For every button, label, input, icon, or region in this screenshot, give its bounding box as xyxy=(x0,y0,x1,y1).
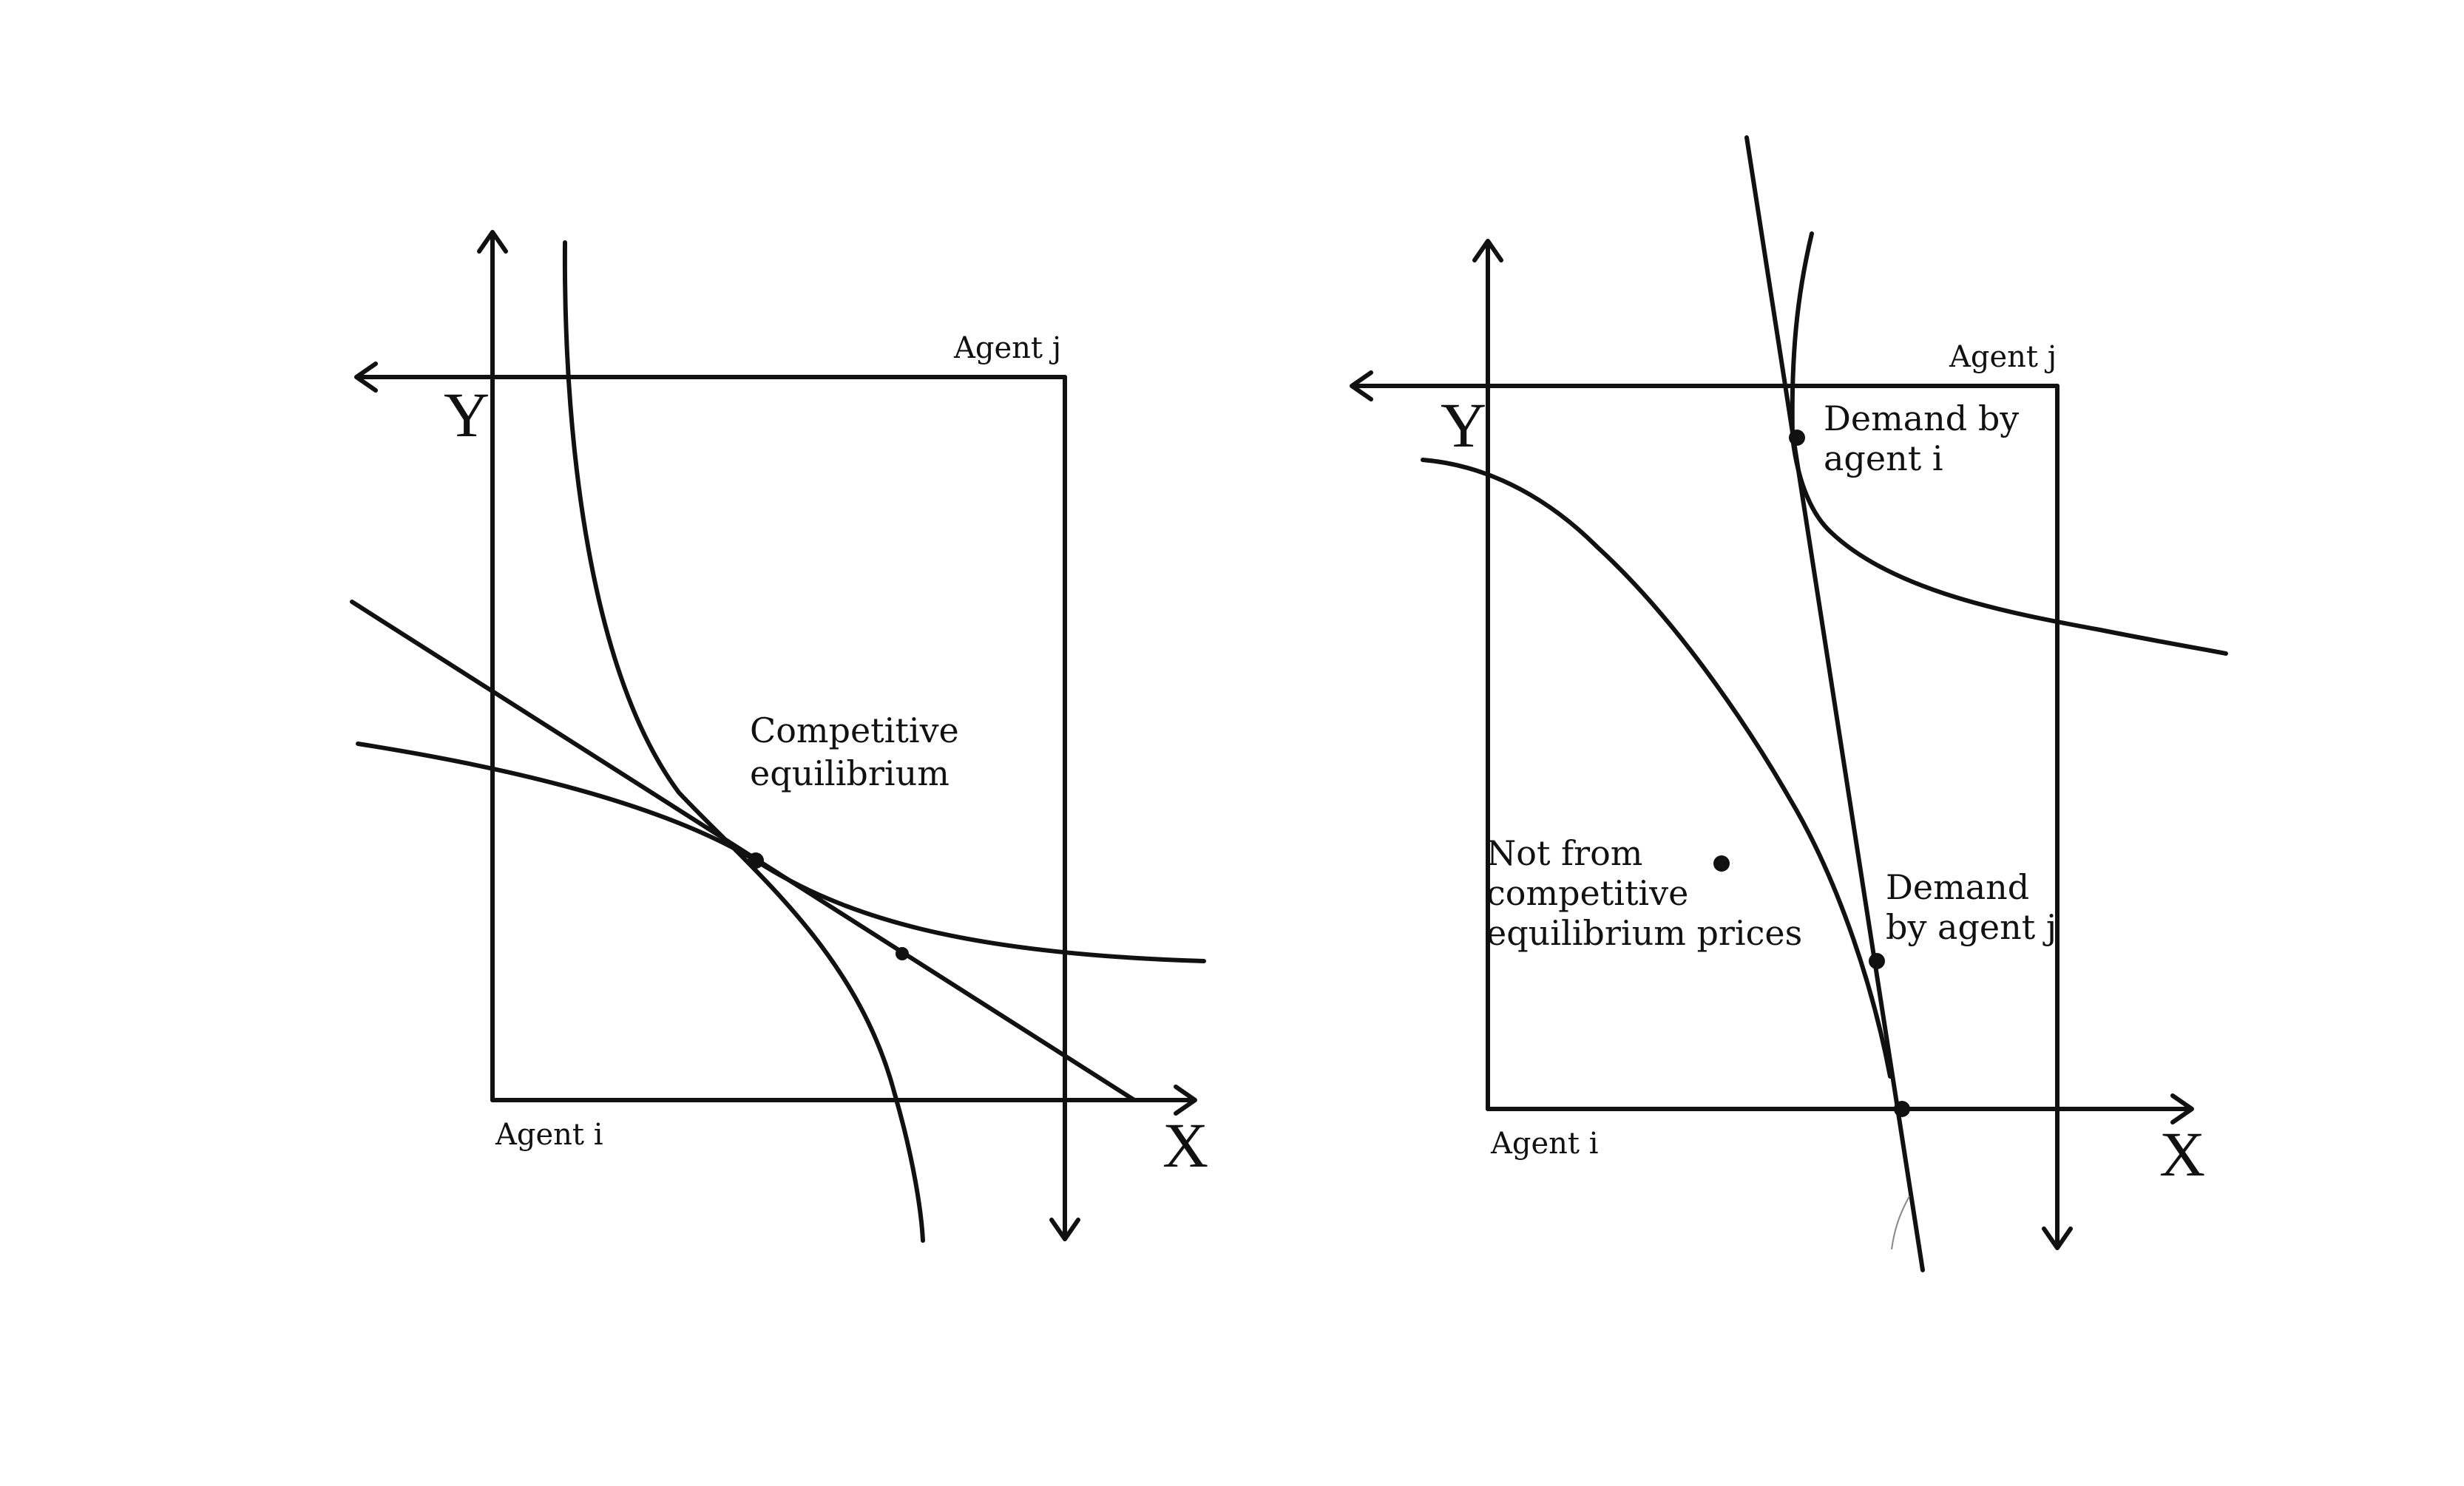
left-equilibrium-label: Competitive equilibrium xyxy=(750,710,969,793)
right-demand-agent-j-label: Demand by agent j xyxy=(1886,867,2057,947)
right-y-axis-label: Y xyxy=(1441,390,1486,461)
right-nonequilibrium-label-line3: equilibrium prices xyxy=(1486,913,1802,953)
left-x-axis-arrowhead xyxy=(1174,1085,1197,1116)
left-equilibrium-label-line1: Competitive xyxy=(750,710,959,750)
right-demand-agent-i-label: Demand by agent i xyxy=(1824,398,2030,478)
left-equilibrium-point xyxy=(748,852,764,869)
left-x-axis-label: X xyxy=(1162,1110,1208,1181)
right-faint-stroke xyxy=(1891,1195,1910,1250)
left-agent-j-x-arrowhead xyxy=(354,362,378,393)
right-nonequilibrium-label: Not from competitive equilibrium prices xyxy=(1486,833,1802,953)
right-demand-agent-j-label-line2: by agent j xyxy=(1886,907,2057,947)
right-agent-j-x-arrowhead xyxy=(1350,370,1373,401)
right-endowment-point xyxy=(1894,1101,1910,1117)
right-demand-agent-j-point xyxy=(1869,953,1885,969)
right-x-axis-arrowhead xyxy=(2170,1093,2194,1124)
right-demand-agent-i-label-line2: agent i xyxy=(1824,438,1943,478)
right-agent-j-label: Agent j xyxy=(1949,340,2057,374)
left-agent-j-label: Agent j xyxy=(953,331,1061,365)
left-y-axis-arrowhead xyxy=(477,230,508,254)
right-demand-agent-i-point xyxy=(1789,430,1805,446)
right-x-axis-label: X xyxy=(2159,1119,2205,1190)
left-edgeworth-box: Agent j Agent i Y X Competitive equilibr… xyxy=(350,230,1208,1243)
right-agent-j-y-arrowhead xyxy=(2042,1227,2073,1250)
left-agent-i-label: Agent i xyxy=(495,1118,603,1152)
left-equilibrium-label-line2: equilibrium xyxy=(750,753,950,793)
right-nonequilibrium-label-line2: competitive xyxy=(1486,873,1688,913)
right-y-axis-arrowhead xyxy=(1472,239,1503,262)
right-nonequilibrium-point xyxy=(1713,855,1730,872)
right-demand-agent-i-label-line1: Demand by xyxy=(1824,398,2019,438)
left-endowment-point xyxy=(896,947,909,960)
right-price-line xyxy=(1744,135,1925,1272)
left-y-axis-label: Y xyxy=(444,379,490,450)
right-edgeworth-box: Agent j Agent i Y X Demand by agent i De… xyxy=(1350,135,2228,1272)
right-agent-i-label: Agent i xyxy=(1490,1127,1599,1161)
right-demand-agent-j-label-line1: Demand xyxy=(1886,867,2029,907)
left-price-line xyxy=(350,600,1137,1102)
right-agent-i-indifference-curve xyxy=(1790,231,2228,656)
right-nonequilibrium-label-line1: Not from xyxy=(1486,833,1642,873)
left-agent-j-y-arrowhead xyxy=(1049,1218,1080,1241)
right-agent-j-indifference-curve xyxy=(1421,458,1892,1079)
